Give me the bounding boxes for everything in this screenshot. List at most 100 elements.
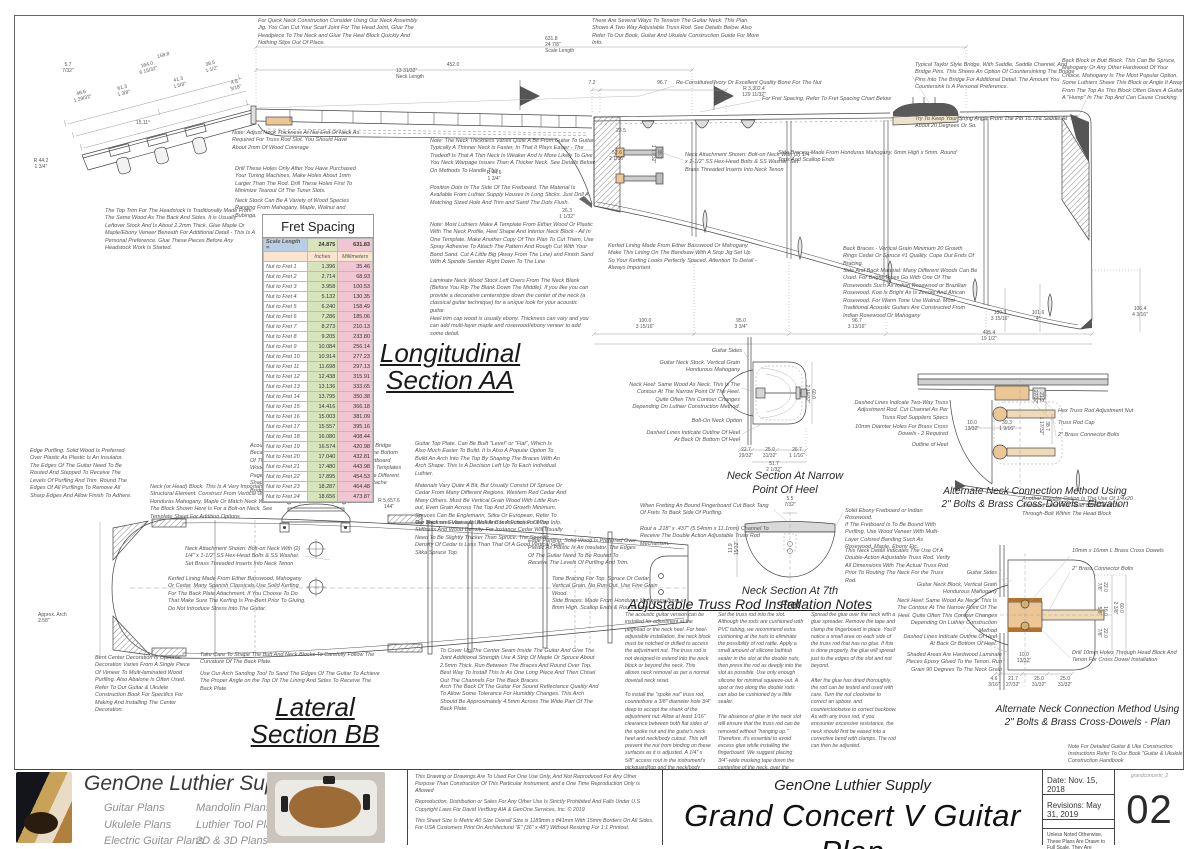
plan-title: Grand Concert V Guitar Plan (684, 798, 1021, 849)
dimension-label: 52.6 2 1/16" (609, 150, 625, 162)
fret-table-title: Fret Spacing (263, 215, 373, 238)
empty-row (1043, 820, 1114, 829)
plan-note: Side Braces: Made From Honduras Mahogany… (552, 598, 684, 612)
title-block-date-cell: Date: Nov. 15, 2018 Revisions: May 31, 2… (1043, 770, 1115, 849)
fret-table-row: Nut to Fret 22 17.895 454.53 (263, 471, 373, 482)
dimension-label: 51.7 2 1/32" (766, 461, 782, 473)
dimension-lines (63, 44, 1141, 345)
fret-table-row: Nut to Fret 24 18.656 473.87 (263, 491, 373, 502)
dimension-label: 60.0 2 19/32" (804, 384, 816, 404)
plan-note: Side Braces: Made From Honduras Mahogany… (778, 150, 957, 164)
dimension-label: 21.2 27/32" (1032, 389, 1044, 405)
plan-note: Dashed Lines Indicate Two-Way Truss Adju… (854, 400, 948, 421)
clamp-shape (281, 796, 288, 812)
plan-note: Kerfed Lining Made From Either Basswood,… (168, 576, 306, 612)
fret-table-row: Nut to Fret 1 1.396 35.46 (263, 261, 373, 272)
plan-note: Note: Adjust Neck Thickness At Nut End O… (232, 130, 360, 151)
plan-note: Guitar Top Plate. Can Be Built "Level" o… (415, 441, 560, 477)
company-name: GenOne Luthier Supply (774, 777, 931, 794)
dimension-label: 5.7 7/32" (62, 62, 74, 74)
plan-note: Top Thickness Varies As Well And Is A Fu… (415, 520, 565, 556)
plan-note: For Fret Spacing, Refer To Fret Spacing … (762, 96, 892, 102)
dimension-label: 96.7 3 13/16" (847, 318, 867, 330)
clamp-shape (323, 776, 335, 784)
longitudinal-drawing (81, 80, 1093, 330)
fret-table-row: Nut to Fret 7 8.273 210.13 (263, 321, 373, 332)
plan-note: Solid Ebony Fretboard or Indian Rosewood… (845, 508, 923, 522)
plan-note: Note: Most Luthiers Make A Template From… (430, 222, 594, 266)
plan-note: Hex Truss Rod Adjustment Nut (1058, 408, 1134, 414)
fret-table-row: Nut to Fret 9 10.084 256.14 (263, 341, 373, 352)
plan-note: Take Care To Shape The Butt And Neck Blo… (200, 652, 375, 666)
title-block-legal-cell: This Drawing or Drawings Are To Used For… (408, 770, 663, 845)
plan-note: Neck Attachment Shown: Bolt-on Neck With… (185, 546, 301, 567)
dimension-label: 22.7 29/32" (738, 447, 754, 459)
sheet-number: 02 (1126, 788, 1173, 832)
fret-table-row: Nut to Fret 20 17.040 432.81 (263, 451, 373, 462)
dimension-label: 22.0 7/8" (1096, 628, 1108, 638)
legal-paragraph: Reproduction, Distribution or Sales For … (415, 799, 641, 813)
dimension-label: 100.3 3 15/16" (990, 310, 1010, 322)
fret-table-row: Nut to Fret 11 11.698 297.13 (263, 361, 373, 372)
truss-notes-column: Spread the glue over the neck with a glu… (811, 612, 897, 750)
neck-narrow-drawing (721, 337, 813, 463)
plan-note: Use Our Arch Sanding Tool To Sand The Ed… (200, 671, 380, 692)
plan-note: Try To Keep Your String Angle From The P… (915, 116, 1067, 130)
plan-note: This Neck Detail Indicates The Use Of A … (845, 548, 950, 584)
guitar-body-shape (289, 786, 361, 828)
plan-note: Edge Purfling: Solid Wood Is Preferred O… (30, 448, 132, 499)
dimension-label: 39.3 1 9/16" (999, 420, 1015, 432)
plan-note: Drill 10mm Holes Through Head Block And … (1072, 650, 1177, 664)
plan-note: 2" Brass Connector Bolts (1072, 566, 1134, 572)
alt-elevation-drawing (917, 373, 1109, 507)
leader-lines (257, 75, 1087, 659)
plan-note: For Quick Neck Construction Consider Usi… (258, 18, 418, 47)
dimension-label: 26.3 1 1/32" (559, 208, 575, 220)
plan-note: Another Popular Option Is The Use Of 1/4… (1022, 496, 1133, 517)
plan-note: Dashed Lines Indicate Outline Of Heel At… (903, 634, 997, 648)
plan-note: The Top Trim For The Headstock Is Tradit… (105, 208, 255, 252)
scale-note: Unless Noted Otherwise, These Plans Are … (1047, 832, 1106, 849)
fret-table-row: Nut to Fret 17 15.557 395.16 (263, 421, 373, 432)
caption-neck-narrow: Neck Section At Narrow Point Of Heel (726, 470, 844, 496)
clamp-shape (363, 794, 370, 810)
plan-note: Dashed Lines Indicate Outline Of Heel At… (646, 430, 740, 444)
caption-neck-7th: Neck Section At 7th Fret (741, 585, 839, 611)
plan-note: Back Block or Butt Block. This Can Be Sp… (1062, 58, 1183, 102)
logo-photo-neck-heel (16, 772, 72, 843)
plan-note: If The Fretboard Is To Be Bound With Pur… (845, 522, 939, 551)
dimension-label: 96.7 (657, 80, 667, 86)
logo-category: Guitar Plans (104, 802, 165, 814)
plan-note: There Are Several Ways To Tension The Gu… (592, 18, 760, 47)
plan-note: Position Dots In The Side Of The Fretboa… (430, 185, 589, 206)
plan-note: Neck Heel: Same Wood As Neck. This Is Th… (897, 598, 997, 634)
book-reference-note: Note For Detailed Guitar & Uke Construct… (1068, 744, 1183, 765)
revisions-field: Revisions: May 31, 2019 (1043, 795, 1114, 820)
dimension-label: R 44.2 1 3/4" (33, 158, 49, 170)
logo-category: Electric Guitar Plans (104, 835, 204, 847)
dimension-label: 25.0 31/32" (1057, 676, 1073, 688)
dimension-label: 495.4 19 1/2" (981, 330, 997, 342)
logo-photo-body-mold (267, 772, 385, 843)
plan-note: Back Braces - Vertical Grain Minimum 20 … (843, 246, 975, 267)
dimension-label: 7.2 (588, 80, 596, 86)
plan-note: Guitar Sides (711, 348, 742, 354)
plan-note: Bent Center Decoration Is Optional. Deco… (95, 655, 190, 713)
legal-paragraph: This Sheet Size Is Metric A0 Size Overal… (415, 817, 654, 831)
dimension-label: 13 31/32" Neck Length (396, 68, 425, 80)
logo-category: Luthier Tool Plans (196, 818, 284, 831)
dimension-label: 452.0 (446, 62, 460, 68)
title-block-number-cell: grandconcertv_2 02 (1115, 770, 1184, 845)
fret-table-row: Nut to Fret 18 16.080 408.44 (263, 431, 373, 442)
plan-note: 10mm x 16mm L Brass Cross Dowels (1072, 548, 1164, 554)
plan-note: Arch The Back Of The Guitar For Sound Re… (440, 684, 599, 713)
plan-note: Heel trim cap wood is usually ebony. Thi… (430, 316, 589, 337)
plan-note: Edge Purfling: Solid Wood Is Preferred O… (528, 538, 636, 567)
plan-note: Side And Back Material: Many Different W… (843, 268, 978, 319)
plan-note: 2" Brass Connector Bolts (1058, 432, 1120, 438)
plan-note: Neck Stock Can Be A Variety of Wood Spec… (235, 198, 350, 219)
